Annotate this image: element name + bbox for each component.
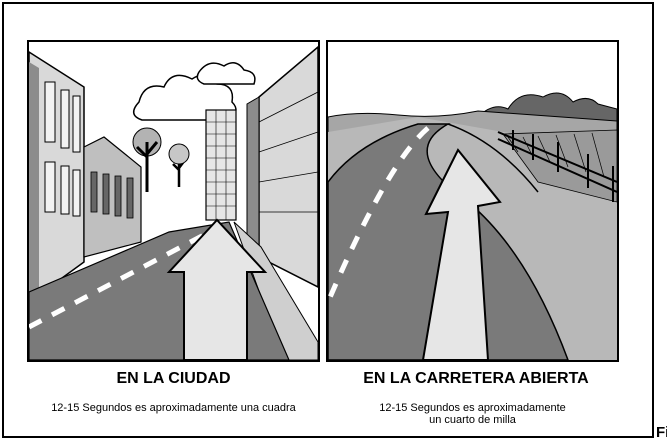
city-scene-panel [27, 40, 320, 362]
city-caption: 12-15 Segundos es aproximadamente una cu… [51, 402, 296, 414]
highway-caption-line2: un cuarto de milla [429, 414, 516, 426]
highway-heading: EN LA CARRETERA ABIERTA [363, 370, 589, 387]
highway-caption: 12-15 Segundos es aproximadamente un cua… [326, 402, 619, 426]
city-heading: EN LA CIUDAD [116, 370, 231, 387]
cropped-figure-label: Fi [656, 424, 667, 441]
highway-scene-illustration [328, 42, 617, 360]
city-scene-illustration [29, 42, 318, 360]
highway-scene-panel [326, 40, 619, 362]
highway-caption-line1: 12-15 Segundos es aproximadamente [379, 402, 566, 414]
